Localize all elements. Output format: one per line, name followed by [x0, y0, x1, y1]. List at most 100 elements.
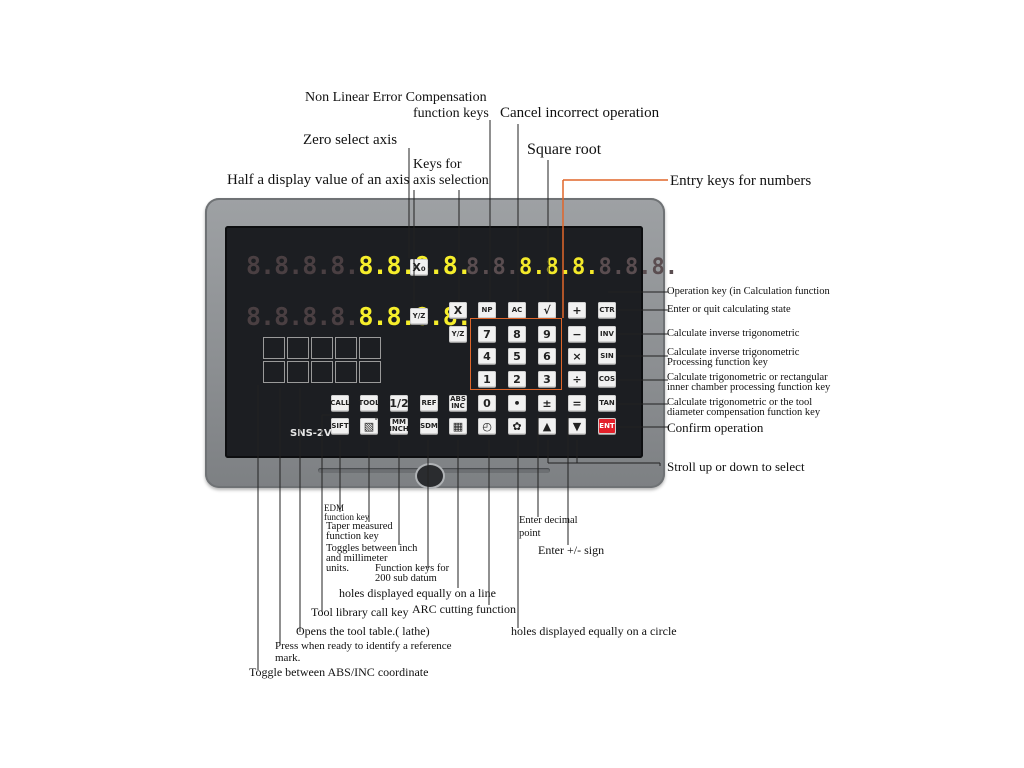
ref-key[interactable]: REF — [420, 395, 438, 411]
tool-key[interactable]: TOOL — [358, 395, 380, 411]
equals-key[interactable]: = — [568, 395, 586, 411]
key-5[interactable]: 5 — [508, 348, 526, 364]
annotation-ref: Press when ready to identify a reference — [275, 640, 452, 652]
annotation-axis-sel: axis selection — [413, 173, 489, 188]
y-axis-display: 8.8.8.8.8.8.8.8. — [246, 302, 472, 331]
ac-key[interactable]: AC — [508, 302, 526, 318]
annotation-trig-rect: Calculate trigonometric or rectangular — [667, 372, 828, 383]
half-key[interactable]: 1/2 — [389, 395, 409, 411]
annotation-arc: ARC cutting function — [412, 602, 516, 616]
number-keys-highlight — [470, 318, 562, 390]
annotation-plusminus: Enter +/- sign — [538, 543, 605, 557]
y-display-dim: 8.8.8.8. — [246, 302, 359, 331]
annotation-sub: Function keys for — [375, 563, 450, 574]
call-key[interactable]: CALL — [330, 395, 350, 411]
annotation-sqrt: Square root — [527, 141, 602, 158]
annotation-zero: Zero select axis — [303, 132, 398, 148]
annotation-half: Half a display value of an axis — [227, 172, 410, 188]
y-select-key[interactable]: Y/Z — [449, 326, 467, 342]
abs-inc-key[interactable]: ABS INC — [449, 395, 467, 411]
annotation-inv-trig: Calculate inverse trigonometric — [667, 328, 800, 339]
annotation-holes-circle: holes displayed equally on a circle — [511, 624, 677, 638]
model-label: SNS-2V — [290, 428, 332, 439]
key-3[interactable]: 3 — [538, 371, 556, 387]
taper-key[interactable]: ▧ — [360, 418, 378, 434]
divide-key[interactable]: ÷ — [568, 371, 586, 387]
tan-key[interactable]: TAN — [598, 395, 616, 411]
sqrt-key[interactable]: √ — [538, 302, 556, 318]
x-display-dim: 8.8.8.8. — [246, 251, 359, 280]
pattern-icon — [335, 337, 357, 359]
x-select-key[interactable]: X — [449, 302, 467, 318]
annotation-entry: Entry keys for numbers — [670, 173, 812, 189]
annotation-stroll: Stroll up or down to select — [667, 459, 805, 474]
annotation-trig-rect-b: inner chamber processing function key — [667, 382, 831, 393]
calc-display-dim: 8.8. — [466, 255, 519, 280]
y-half-key[interactable]: Y/Z — [410, 308, 428, 324]
x-axis-display: 8.8.8.8.8.8.8.8. — [246, 251, 472, 280]
annotation-op-key: Operation key (in Calculation function — [667, 286, 830, 297]
pattern-icon — [311, 361, 333, 383]
up-arrow-key[interactable]: ▲ — [538, 418, 556, 434]
annotation-sub-b: 200 sub datum — [375, 573, 437, 584]
inv-key[interactable]: INV — [598, 326, 616, 342]
pattern-icon — [335, 361, 357, 383]
cos-key[interactable]: COS — [598, 371, 616, 387]
minus-key[interactable]: − — [568, 326, 586, 342]
ctr-key[interactable]: CTR — [598, 302, 616, 318]
sin-key[interactable]: SIN — [598, 348, 616, 364]
pattern-icon — [263, 361, 285, 383]
pattern-icon — [311, 337, 333, 359]
pattern-icon — [359, 361, 381, 383]
plus-key[interactable]: + — [568, 302, 586, 318]
key-9[interactable]: 9 — [538, 326, 556, 342]
annotation-keys-for: Keys for — [413, 157, 462, 172]
annotation-edm-b: function key — [324, 512, 370, 522]
key-8[interactable]: 8 — [508, 326, 526, 342]
calc-display-lit: 8.8.8. — [518, 255, 599, 280]
calc-display: 8.8.8.8.8.8.8.8. — [466, 256, 678, 280]
annotation-ref-b: mark. — [275, 652, 301, 664]
sdm-key[interactable]: SDM — [420, 418, 438, 434]
annotation-holes-line: holes displayed equally on a line — [339, 586, 496, 600]
annotation-decimal: Enter decimal — [519, 515, 578, 526]
annotation-inv-trig2: Calculate inverse trigonometric — [667, 347, 800, 358]
annotation-nlec: Non Linear Error Compensation — [305, 90, 487, 105]
key-6[interactable]: 6 — [538, 348, 556, 364]
key-4[interactable]: 4 — [478, 348, 496, 364]
pattern-icon — [287, 337, 309, 359]
annotation-toggle: Toggles between inch — [326, 543, 418, 554]
line-holes-key[interactable]: ▦ — [449, 418, 467, 434]
down-arrow-key[interactable]: ▼ — [568, 418, 586, 434]
annotation-nlec-2: function keys — [413, 106, 489, 121]
annotation-tool-lib: Tool library call key — [311, 605, 409, 619]
annotation-edm: EDM — [324, 503, 344, 513]
annotation-decimal-b: point — [519, 528, 541, 539]
annotation-enter-quit: Enter or quit calculating state — [667, 304, 791, 315]
key-1[interactable]: 1 — [478, 371, 496, 387]
pattern-icon — [359, 337, 381, 359]
circle-holes-key[interactable]: ✿ — [508, 418, 526, 434]
annotation-taper-b: function key — [326, 531, 379, 542]
key-0[interactable]: 0 — [478, 395, 496, 411]
mm-inch-key[interactable]: MM INCH — [389, 418, 409, 434]
arc-key[interactable]: ◴ — [478, 418, 496, 434]
key-7[interactable]: 7 — [478, 326, 496, 342]
pattern-icon — [287, 361, 309, 383]
key-2[interactable]: 2 — [508, 371, 526, 387]
annotation-confirm: Confirm operation — [667, 420, 764, 435]
sift-key[interactable]: SIFT — [331, 418, 349, 434]
annotation-toggle-b: and millimeter — [326, 553, 388, 564]
annotation-tool-table: Opens the tool table.( lathe) — [296, 624, 430, 638]
ent-key[interactable]: ENT — [598, 418, 616, 434]
plus-minus-key[interactable]: ± — [538, 395, 556, 411]
annotation-trig-tool-b: diameter compensation function key — [667, 407, 821, 418]
times-key[interactable]: × — [568, 348, 586, 364]
annotation-taper: Taper measured — [326, 521, 393, 532]
decimal-key[interactable]: • — [508, 395, 526, 411]
x-zero-key[interactable]: X₀ — [410, 259, 428, 275]
brand-logo-icon — [417, 465, 443, 487]
annotation-inv-trig2-b: Processing function key — [667, 357, 768, 368]
np-key[interactable]: NP — [478, 302, 496, 318]
annotation-toggle-c: units. — [326, 563, 350, 574]
